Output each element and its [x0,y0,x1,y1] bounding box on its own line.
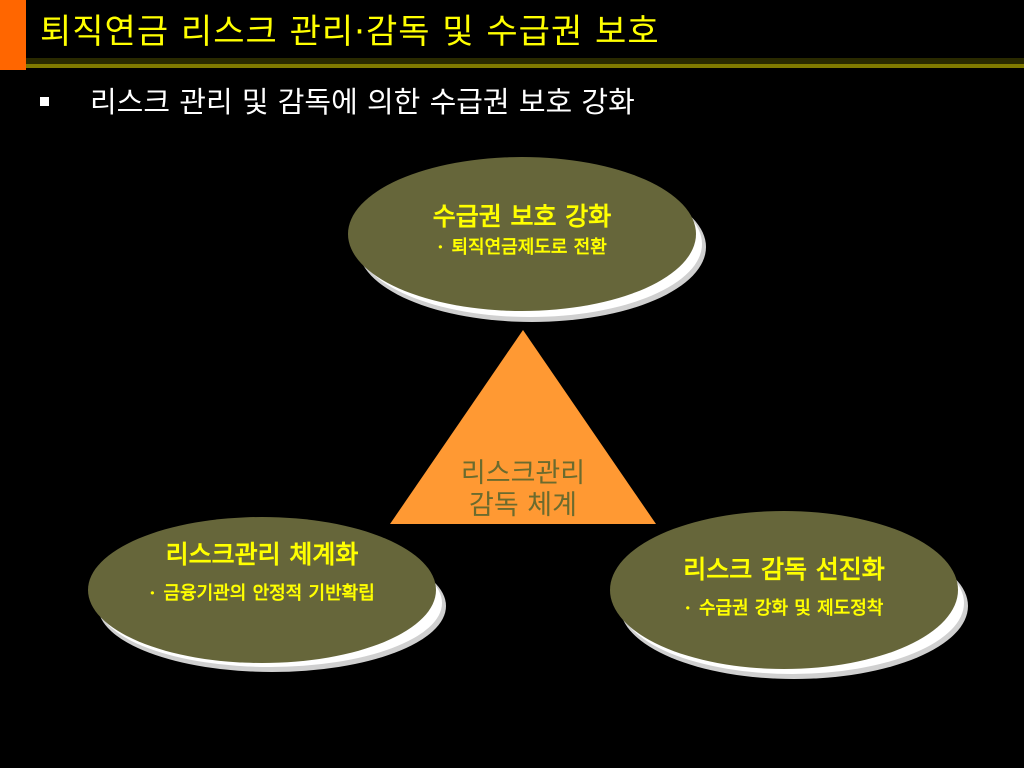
dot-bullet-icon: · [437,237,444,258]
node-supervision: 리스크 감독 선진화 · 수급권 강화 및 제도정착 [610,553,958,623]
bullet-text: 리스크 관리 및 감독에 의한 수급권 보호 강화 [90,85,635,119]
left-ellipse [88,517,436,663]
center-label: 리스크관리 감독 체계 [433,458,613,522]
right-ellipse [610,511,958,669]
center-label-line1: 리스크관리 [460,458,586,489]
dot-bullet-icon: · [684,598,691,619]
node-supervision-item: · 수급권 강화 및 제도정착 [610,595,958,623]
top-ellipse [348,157,696,311]
center-triangle [390,330,656,524]
node-protection-title: 수급권 보호 강화 [432,202,612,231]
center-label-line2: 감독 체계 [469,490,577,521]
title-underline [26,64,1024,68]
slide-title: 퇴직연금 리스크 관리·감독 및 수급권 보호 [40,12,660,52]
title-underline-shadow [26,58,1024,65]
square-bullet-icon [40,97,49,106]
node-risk-management-item-text: 금융기관의 안정적 기반확립 [163,583,375,604]
node-protection-item-text: 퇴직연금제도로 전환 [451,237,607,258]
dot-bullet-icon: · [149,583,156,604]
node-supervision-item-text: 수급권 강화 및 제도정착 [698,598,884,619]
title-accent-block [0,0,26,70]
node-protection: 수급권 보호 강화 · 퇴직연금제도로 전환 [348,200,696,262]
node-risk-management: 리스크관리 체계화 · 금융기관의 안정적 기반확립 [88,538,436,608]
node-supervision-title: 리스크 감독 선진화 [683,555,885,584]
node-risk-management-title: 리스크관리 체계화 [165,540,359,569]
node-protection-item: · 퇴직연금제도로 전환 [348,234,696,262]
node-risk-management-item: · 금융기관의 안정적 기반확립 [88,580,436,608]
